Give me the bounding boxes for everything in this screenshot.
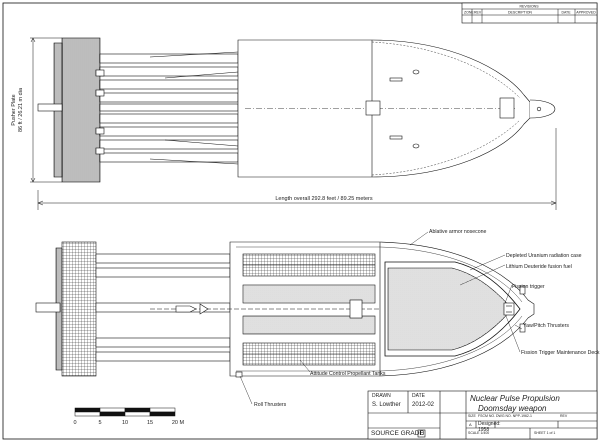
callout-uranium-case: Depleted Uranium radiation case [506,253,582,259]
scale-tick: 0 [73,420,76,426]
rev-col-approved: APPROVED [576,11,596,15]
callouts: Ablative armor nosecone Depleted Uranium… [254,229,600,408]
pusher-plate-side [61,37,101,183]
revisions-table: REVISIONS ZONE REV DESCRIPTION DATE APPR… [461,2,598,24]
callout-attitude-tanks: Attitude Control Propellant Tanks [310,371,386,377]
callout-yaw-pitch: Yaw/Pitch Thrusters [523,323,569,329]
date-label: DATE [412,393,425,399]
callout-fission-trigger: Fission trigger [512,284,545,290]
length-dimension [37,128,557,210]
source-grade-value: D [420,431,425,437]
source-grade-label: SOURCE GRADE [371,430,424,437]
callout-lithium-fuel: Lithium Deuteride fusion fuel [506,264,572,270]
magazine-rack-mid-lower [242,315,376,335]
title-block-frame [367,390,598,440]
callout-roll-thrusters: Roll Thrusters [254,402,287,408]
rev-col-rev: REV [474,11,482,15]
designed-label: Designed: [478,421,501,427]
pusher-plate-cutaway [61,241,97,377]
top-view [37,37,556,183]
drawn-label: DRAWN [372,393,391,399]
scale-tick: 5 [98,420,101,426]
drawing-title: Nuclear Pulse Propulsion [470,394,560,403]
designed-year: 1958 [478,427,490,433]
rev-col-zone: ZONE [464,11,474,15]
drawing-subtitle: Doomsday weapon [478,404,547,413]
cutaway-view [35,241,535,378]
callout-leaders [239,231,523,405]
pusher-dimension [30,37,62,183]
scale-bar [74,407,176,417]
size-value: A [469,422,472,427]
callout-ablative-nosecone: Ablative armor nosecone [429,229,486,235]
dwg-number: DWG NO. NPP-1962-1 [496,414,532,418]
pusher-plate-label: Pusher Plate [11,94,17,126]
sheet-label: SHEET 1 of 1 [534,431,556,435]
drawn-by: S. Lowther [372,402,401,408]
scale-tick: 15 [147,420,153,426]
scale-tick: 10 [122,420,128,426]
rev-col-date: DATE [561,11,571,15]
rev-label: REV [560,414,568,418]
shock-absorbers [99,53,239,163]
callout-maintenance-deck: Fission Trigger Maintenance Deck [521,350,600,356]
magazine-rack-mid-upper [242,284,376,304]
scale-label: SCALE 1/400 [468,431,490,435]
revisions-title: REVISIONS [519,5,539,9]
fscm-label: FSCM NO. [478,414,496,418]
scale-ticks: 0 5 10 15 20 M [73,420,184,426]
length-label: Length overall 292.8 feet / 89.25 meters [275,196,372,202]
rev-col-description: DESCRIPTION [508,11,532,15]
pusher-size-label: 86 ft / 26.21 m dia [18,87,24,132]
scale-tick: 20 M [172,420,185,426]
drawing-date: 2012-02 [412,402,435,408]
size-label: SIZE [468,414,476,418]
